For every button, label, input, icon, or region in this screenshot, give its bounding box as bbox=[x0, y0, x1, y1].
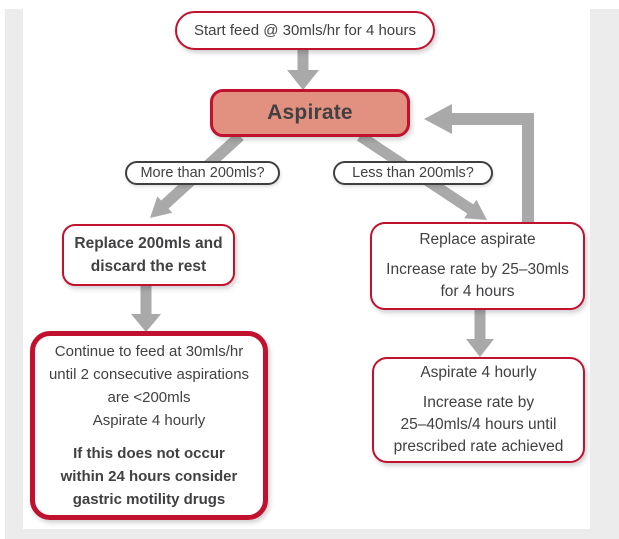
prescribed-rate-line1: Increase rate by bbox=[422, 394, 535, 411]
motility-line1: If this does not occur bbox=[73, 445, 225, 462]
node-replace-200mls: Replace 200mls and discard the rest bbox=[62, 224, 235, 286]
prescribed-rate-line2: 25–40mls/4 hours until bbox=[400, 416, 557, 433]
increase-rate-paragraph: Increase rate by 25–30mls for 4 hours bbox=[386, 259, 569, 303]
decision-more-than-200mls: More than 200mls? bbox=[125, 161, 280, 185]
aspirate-label: Aspirate bbox=[267, 101, 353, 124]
decision-less-than-200mls: Less than 200mls? bbox=[333, 161, 493, 185]
arrow-feedback-to-aspirate-icon bbox=[424, 104, 534, 222]
replace-aspirate-line1: Replace aspirate bbox=[419, 231, 536, 248]
continue-feed-line2: until 2 consecutive aspirations bbox=[48, 366, 250, 383]
arrow-replace200-to-continue-icon bbox=[131, 285, 161, 332]
motility-line3: gastric motility drugs bbox=[72, 491, 226, 508]
increase-rate-line1: Increase rate by 25–30mls bbox=[386, 261, 569, 278]
continue-feed-line1: Continue to feed at 30mls/hr bbox=[54, 343, 244, 360]
aspirate-hourly-line1: Aspirate 4 hourly bbox=[420, 364, 537, 381]
page-margin-bottom bbox=[5, 529, 619, 539]
replace-aspirate-paragraph: Replace aspirate bbox=[419, 229, 535, 251]
page-margin-left bbox=[5, 9, 23, 539]
continue-feed-line4: Aspirate 4 hourly bbox=[92, 412, 206, 429]
decision-less-label: Less than 200mls? bbox=[352, 165, 474, 181]
replace200-line1: Replace 200mls and bbox=[74, 235, 223, 252]
node-continue-feed: Continue to feed at 30mls/hr until 2 con… bbox=[30, 331, 268, 520]
motility-line2: within 24 hours consider bbox=[60, 468, 238, 485]
replace200-line2: discard the rest bbox=[90, 258, 207, 275]
prescribed-rate-paragraph: Increase rate by 25–40mls/4 hours until … bbox=[394, 392, 564, 458]
aspirate-hourly-paragraph: Aspirate 4 hourly bbox=[420, 362, 536, 384]
node-aspirate-4-hourly: Aspirate 4 hourly Increase rate by 25–40… bbox=[372, 357, 585, 463]
node-replace-aspirate: Replace aspirate Increase rate by 25–30m… bbox=[370, 222, 585, 310]
start-feed-label: Start feed @ 30mls/hr for 4 hours bbox=[194, 22, 416, 39]
continue-feed-line3: are <200mls bbox=[107, 389, 191, 406]
motility-warning-paragraph: If this does not occur within 24 hours c… bbox=[61, 442, 238, 511]
prescribed-rate-line3: prescribed rate achieved bbox=[393, 438, 564, 455]
continue-feed-paragraph: Continue to feed at 30mls/hr until 2 con… bbox=[49, 340, 249, 432]
node-start-feed: Start feed @ 30mls/hr for 4 hours bbox=[175, 11, 435, 50]
increase-rate-line2: for 4 hours bbox=[440, 283, 515, 300]
arrow-replace-aspirate-to-hourly-icon bbox=[466, 307, 494, 357]
decision-more-label: More than 200mls? bbox=[140, 165, 265, 181]
arrow-start-to-aspirate-icon bbox=[287, 50, 319, 90]
page-margin-right bbox=[590, 9, 619, 539]
node-aspirate: Aspirate bbox=[210, 89, 410, 137]
